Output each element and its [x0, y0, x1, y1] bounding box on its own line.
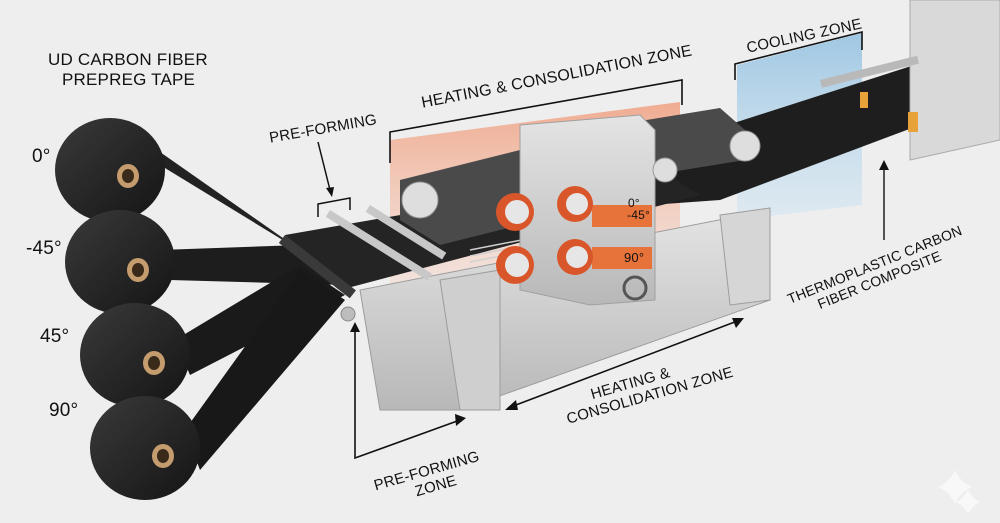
belt-end-roller-3 [652, 157, 678, 183]
pre-forming-arrowhead [326, 187, 334, 197]
heating-zone-bracket [389, 79, 683, 163]
title-line-1: UD CARBON FIBER [48, 50, 208, 69]
heating-zone-arrowhead-left [505, 400, 518, 410]
preform-bar-2 [365, 204, 447, 260]
cooling-zone-bracket [734, 30, 863, 80]
preform-bar-1 [325, 209, 432, 281]
roll-angle-45: 45° [40, 326, 70, 347]
roll-angle-0: 0° [32, 146, 51, 167]
sparkle-icon [938, 470, 980, 514]
guide-clamp-2 [908, 112, 918, 132]
belt-end-roller-1 [401, 181, 439, 219]
belt-end-roller-2 [729, 130, 761, 162]
title-label: UD CARBON FIBER PREPREG TAPE [48, 50, 208, 89]
roll-90 [90, 396, 200, 500]
press-band-bottom [592, 247, 652, 269]
pre-forming-zone-arrowhead-2 [455, 414, 466, 426]
roll-45 [80, 303, 190, 407]
stack-angle-neg45: -45° [627, 208, 650, 222]
machine-base-leg [439, 269, 501, 411]
heated-roller-1-cap [505, 200, 529, 224]
pre-forming-zone-bracket [354, 330, 461, 460]
heated-roller-3-cap [505, 253, 529, 277]
heated-roller-4-cap [566, 246, 588, 268]
title-line-2: PREPREG TAPE [62, 69, 196, 89]
pre-forming-bracket [317, 197, 351, 217]
guide-rail [819, 55, 919, 88]
heating-zone-arrow [507, 319, 741, 409]
machine-base-leg-right [719, 207, 771, 306]
product-pointer-arrowhead [879, 160, 889, 170]
roll-0 [55, 118, 165, 222]
press-band-top [592, 205, 652, 227]
pre-forming-zone-arrowhead [350, 322, 360, 332]
roll-angle-90: 90° [49, 400, 79, 421]
preform-roller [278, 235, 356, 299]
heated-roller-2-cap [566, 193, 588, 215]
roll-neg45 [65, 210, 175, 314]
stack-angle-90: 90° [624, 250, 645, 265]
heating-zone-arrowhead-right [732, 318, 744, 328]
tape-90 [185, 270, 345, 470]
stack-angle-0: 0° [628, 196, 640, 210]
output-frame [909, 0, 1000, 161]
pre-forming-arrow [317, 141, 331, 191]
preform-roller-end [340, 306, 356, 322]
roll-angle-neg45: -45° [26, 238, 62, 259]
guide-clamp-1 [860, 92, 868, 108]
handwheel [622, 275, 648, 301]
